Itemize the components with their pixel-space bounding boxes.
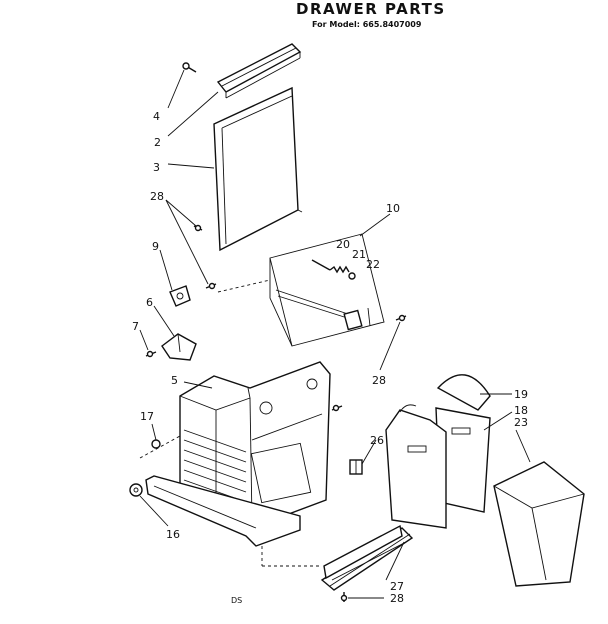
callout-labels: 4 2 3 28 9 6 7 5 17 16 10 20 21 22 28 26…	[132, 110, 528, 605]
part-bag-holder	[385, 374, 491, 529]
part-clip-26	[349, 459, 363, 475]
callout-18: 18	[514, 404, 528, 417]
part-nut-17	[151, 439, 161, 449]
callout-22: 22	[366, 258, 380, 271]
callout-4: 4	[153, 110, 160, 123]
callout-27: 27	[390, 580, 404, 593]
part-bag-23	[493, 461, 585, 587]
part-screw-28-a	[193, 224, 217, 290]
part-screw-top	[182, 62, 197, 73]
page-title: DRAWER PARTS	[296, 0, 446, 18]
callout-3: 3	[153, 161, 160, 174]
part-spring-assembly	[311, 259, 356, 280]
leader-lines	[139, 69, 531, 599]
callout-19: 19	[514, 388, 528, 401]
callout-7: 7	[132, 320, 139, 333]
callout-2: 2	[154, 136, 161, 149]
footer-code: DS	[231, 596, 243, 605]
callout-16: 16	[166, 528, 180, 541]
part-drawer-front	[213, 86, 303, 252]
callout-28-b: 28	[372, 374, 386, 387]
callout-10: 10	[386, 202, 400, 215]
callout-28-c: 28	[390, 592, 404, 605]
part-front-bracket-assembly	[269, 233, 385, 347]
callout-21: 21	[352, 248, 366, 261]
part-screw-7	[145, 350, 157, 358]
part-bracket-6	[161, 333, 197, 361]
part-screw-28-c	[340, 592, 348, 602]
callout-9: 9	[152, 240, 159, 253]
callout-23: 23	[514, 416, 528, 429]
callout-20: 20	[336, 238, 350, 251]
part-roller-16	[129, 483, 143, 497]
part-drawer-frame	[179, 361, 331, 525]
part-bracket-9	[169, 285, 191, 307]
part-slide-rail-27	[320, 524, 414, 591]
part-bottom-rail	[145, 475, 301, 547]
part-handle-trim	[216, 43, 302, 99]
callout-17: 17	[140, 410, 154, 423]
callout-28-a: 28	[150, 190, 164, 203]
part-screw-28-b	[331, 314, 407, 412]
model-subtitle: For Model: 665.8407009	[312, 20, 422, 29]
callout-26: 26	[370, 434, 384, 447]
callout-5: 5	[171, 374, 178, 387]
callout-6: 6	[146, 296, 153, 309]
